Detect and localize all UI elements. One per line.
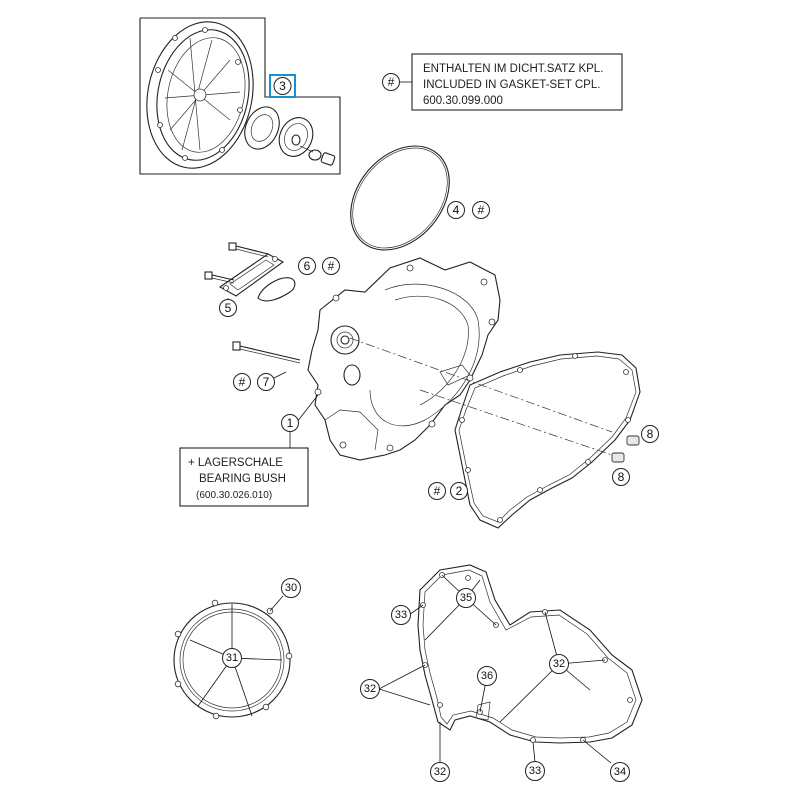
clutch-cover-drawing (146, 21, 254, 169)
callout-34[interactable]: 34 (610, 762, 630, 782)
svg-text:#: # (239, 375, 246, 389)
callout-2[interactable]: 2 (450, 482, 468, 500)
svg-text:#: # (478, 203, 485, 217)
svg-text:2: 2 (456, 484, 463, 498)
bottom-right-leaders (378, 574, 612, 764)
assembly-axis-2 (419, 389, 613, 456)
callout-1[interactable]: 1 (281, 394, 319, 448)
cover-gasket-drawing (257, 277, 296, 302)
svg-text:#: # (328, 259, 335, 273)
callout-32-bottom[interactable]: 32 (430, 762, 450, 782)
bearing-note-line3: (600.30.026.010) (196, 490, 272, 501)
cover-gasket-2-drawing (454, 351, 641, 529)
svg-text:32: 32 (434, 766, 446, 778)
gasket-note-line2: INCLUDED IN GASKET-SET CPL. (423, 79, 600, 91)
svg-text:7: 7 (263, 375, 270, 389)
callout-5[interactable]: 5 (219, 298, 237, 317)
gasket-mark-7: # (233, 373, 251, 391)
svg-text:3: 3 (279, 79, 286, 93)
svg-text:8: 8 (618, 470, 625, 484)
svg-text:4: 4 (453, 203, 460, 217)
gasket-mark-2: # (428, 482, 446, 500)
gasket-note-line3: 600.30.099.000 (423, 95, 503, 107)
svg-text:33: 33 (395, 609, 407, 621)
cover-plate-drawing (218, 253, 285, 297)
svg-text:5: 5 (225, 301, 232, 315)
callout-30[interactable]: 30 (269, 578, 301, 612)
bearing-bush-note: + LAGERSCHALE BEARING BUSH (600.30.026.0… (179, 447, 309, 507)
bolt-5b-drawing (204, 271, 235, 284)
svg-text:#: # (434, 484, 441, 498)
bearing-note-line2: BEARING BUSH (199, 473, 286, 485)
screw-set-drawing (299, 145, 336, 166)
callout-6[interactable]: 6 (298, 257, 316, 275)
callout-32-left[interactable]: 32 (360, 679, 380, 699)
svg-text:33: 33 (529, 765, 541, 777)
dowel-pin-lower-drawing (611, 452, 625, 463)
gasket-note-line1: ENTHALTEN IM DICHT.SATZ KPL. (423, 63, 603, 75)
clutch-cover-housing-drawing (307, 257, 501, 461)
inspection-cover-gasket-drawing (244, 106, 280, 150)
callout-8-upper[interactable]: 8 (641, 425, 659, 443)
gasket-set-note: # ENTHALTEN IM DICHT.SATZ KPL. INCLUDED … (382, 53, 623, 111)
svg-text:1: 1 (287, 416, 294, 430)
svg-text:35: 35 (460, 592, 472, 604)
callout-33-lower[interactable]: 33 (525, 761, 545, 781)
inset-box (139, 17, 341, 175)
callout-36[interactable]: 36 (477, 666, 497, 686)
svg-text:30: 30 (285, 582, 297, 594)
callout-35[interactable]: 35 (456, 588, 476, 608)
callout-7[interactable]: 7 (257, 371, 287, 391)
callout-32-right[interactable]: 32 (549, 654, 569, 674)
callout-3[interactable]: 3 (273, 77, 292, 95)
gasket-mark-4: # (472, 201, 490, 219)
callout-8-lower[interactable]: 8 (612, 468, 630, 486)
callout-3-highlight (269, 74, 296, 98)
callout-31[interactable]: 31 (222, 648, 242, 668)
svg-text:8: 8 (647, 427, 654, 441)
callout-4[interactable]: 4 (447, 201, 465, 219)
svg-text:34: 34 (614, 766, 626, 778)
bearing-note-line1: + LAGERSCHALE (188, 457, 283, 469)
crankcase-gasket-drawing (417, 564, 643, 744)
callout-33-upper[interactable]: 33 (391, 605, 411, 625)
bolt-5a-drawing (228, 242, 269, 258)
o-ring-drawing (350, 145, 450, 251)
svg-text:36: 36 (481, 670, 493, 682)
housing-bolt-drawing (232, 341, 301, 364)
dowel-pin-upper-drawing (626, 435, 640, 446)
svg-text:32: 32 (364, 683, 376, 695)
gasket-mark-6: # (322, 257, 340, 275)
gasket-set-symbol: # (388, 75, 395, 89)
svg-text:31: 31 (226, 652, 238, 664)
inspection-cover-drawing (278, 117, 314, 157)
svg-text:32: 32 (553, 658, 565, 670)
assembly-axis-1 (349, 337, 613, 433)
svg-text:6: 6 (304, 259, 311, 273)
